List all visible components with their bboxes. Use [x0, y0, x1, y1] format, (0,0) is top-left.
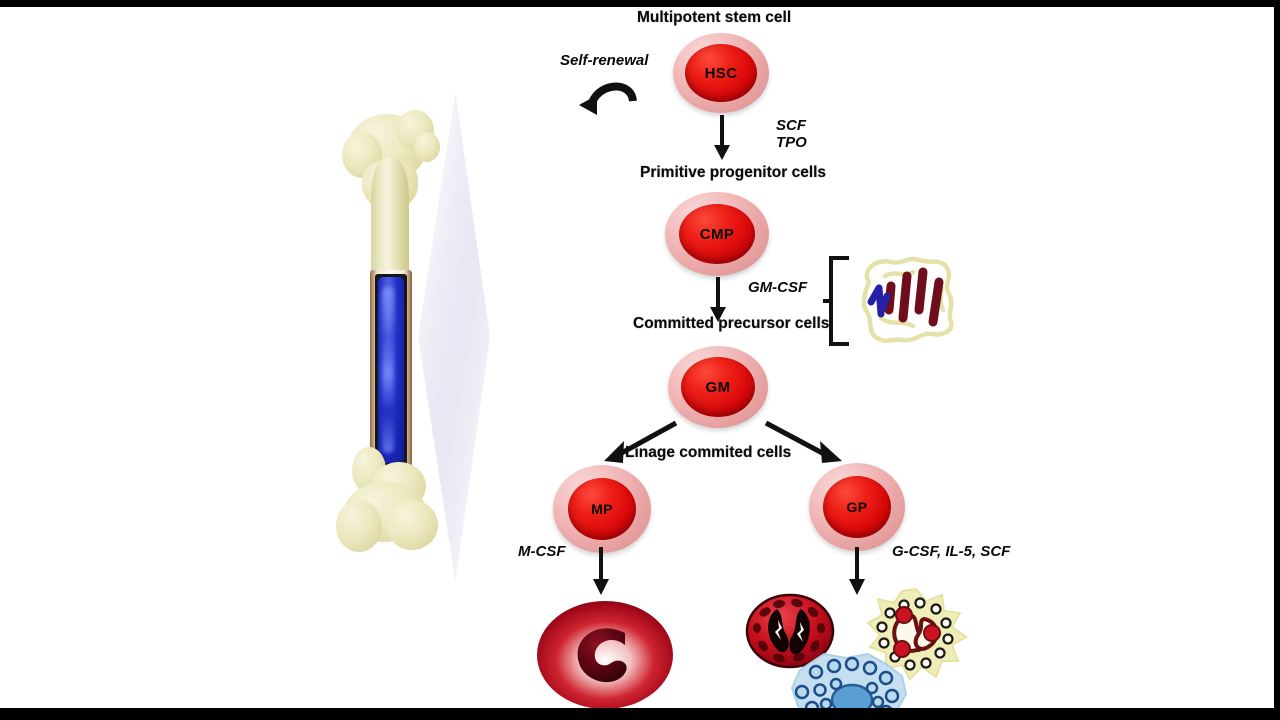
- arrow-gp-to-granulocytes: [844, 547, 870, 597]
- neutrophil-cell: [745, 592, 835, 670]
- arrow-hsc-to-cmp: [707, 115, 737, 161]
- macrophage-cell: [533, 599, 677, 708]
- cell-gm: GM: [668, 346, 768, 428]
- letterbox-right: [1274, 0, 1280, 720]
- cell-gp: GP: [809, 463, 905, 551]
- stage-label-multipotent: Multipotent stem cell: [637, 9, 792, 26]
- g-csf-il5-scf-label: G-CSF, IL-5, SCF: [892, 543, 1011, 560]
- cell-label-mp: MP: [591, 501, 613, 517]
- arrow-gm-to-gp: [760, 419, 855, 469]
- nucleus-hsc: HSC: [685, 44, 757, 102]
- arrow-gm-to-mp: [596, 419, 686, 469]
- cell-cmp: CMP: [665, 192, 769, 276]
- medial-condyle: [336, 500, 382, 552]
- cell-label-hsc: HSC: [704, 64, 738, 82]
- self-renewal-arrow: [575, 73, 655, 123]
- gm-csf-protein-ribbon: [855, 252, 963, 350]
- basophil-cell: [790, 652, 910, 708]
- scf-tpo-label: SCF TPO: [776, 117, 807, 151]
- lateral-condyle: [386, 500, 438, 550]
- cell-mp: MP: [553, 465, 651, 553]
- nucleus-mp: MP: [568, 478, 636, 540]
- cell-label-cmp: CMP: [699, 225, 735, 243]
- letterbox-bottom: [0, 708, 1280, 720]
- self-renewal-label: Self-renewal: [560, 52, 649, 69]
- stage-label-lineage: Linage commited cells: [625, 444, 792, 461]
- gm-csf-bracket: [823, 256, 863, 348]
- m-csf-label: M-CSF: [518, 543, 566, 560]
- trochanter-tip: [414, 132, 440, 162]
- gm-csf-label: GM-CSF: [748, 279, 808, 296]
- stage-label-primitive: Primitive progenitor cells: [640, 164, 827, 181]
- stage-label-committed: Committed precursor cells: [633, 315, 830, 332]
- cell-hsc: HSC: [673, 33, 769, 113]
- arrow-cmp-to-gm: [703, 277, 733, 323]
- bone-marrow: [378, 277, 404, 463]
- nucleus-gp: GP: [823, 476, 891, 538]
- cell-label-gm: GM: [705, 378, 731, 396]
- femur-bone-illustration: [318, 92, 518, 582]
- tpo-label: TPO: [776, 134, 807, 151]
- scf-label: SCF: [776, 117, 806, 134]
- eosinophil-cell: [862, 587, 970, 683]
- arrow-mp-to-macrophage: [588, 547, 614, 597]
- nucleus-cmp: CMP: [679, 204, 755, 264]
- diagram-area: Multipotent stem cell Primitive progenit…: [0, 7, 1274, 708]
- cell-label-gp: GP: [846, 499, 868, 515]
- letterbox-top: [0, 0, 1280, 7]
- nucleus-gm: GM: [681, 357, 755, 417]
